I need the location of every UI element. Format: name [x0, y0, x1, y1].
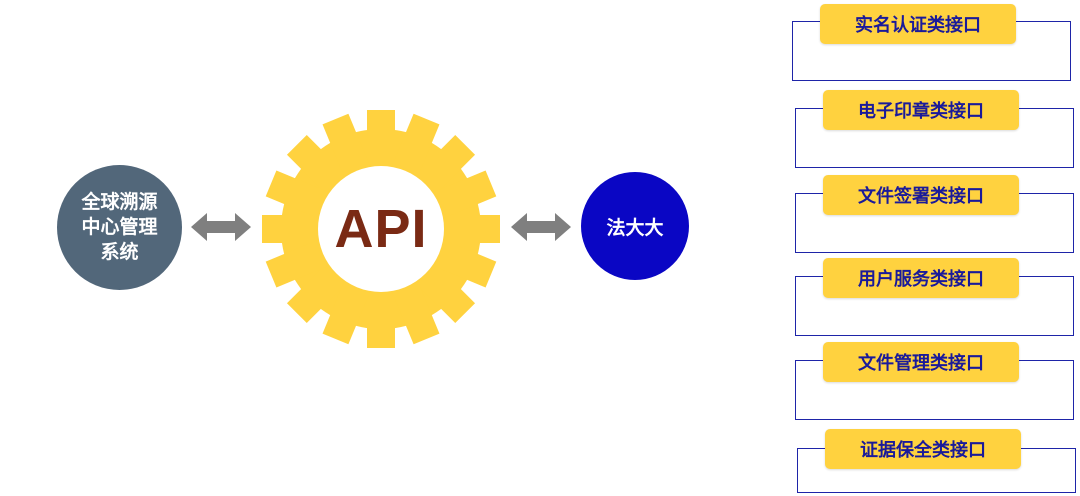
double-arrow-icon: [511, 213, 571, 241]
api-label: API: [334, 199, 428, 259]
interface-label-realname: 实名认证类接口: [820, 4, 1016, 44]
fadada-node: 法大大: [581, 172, 689, 280]
api-hub: API: [318, 166, 444, 292]
double-arrow-icon: [191, 213, 251, 241]
source-system-node: 全球溯源 中心管理 系统: [57, 165, 182, 290]
fadada-label: 法大大: [606, 216, 664, 239]
interface-label-seal: 电子印章类接口: [823, 90, 1019, 130]
interface-label-evidence: 证据保全类接口: [825, 429, 1021, 469]
interface-label-user-service: 用户服务类接口: [823, 258, 1019, 298]
interface-label-signing: 文件签署类接口: [823, 175, 1019, 215]
source-system-label: 全球溯源 中心管理 系统: [81, 191, 158, 263]
interface-label-file-management: 文件管理类接口: [823, 342, 1019, 382]
